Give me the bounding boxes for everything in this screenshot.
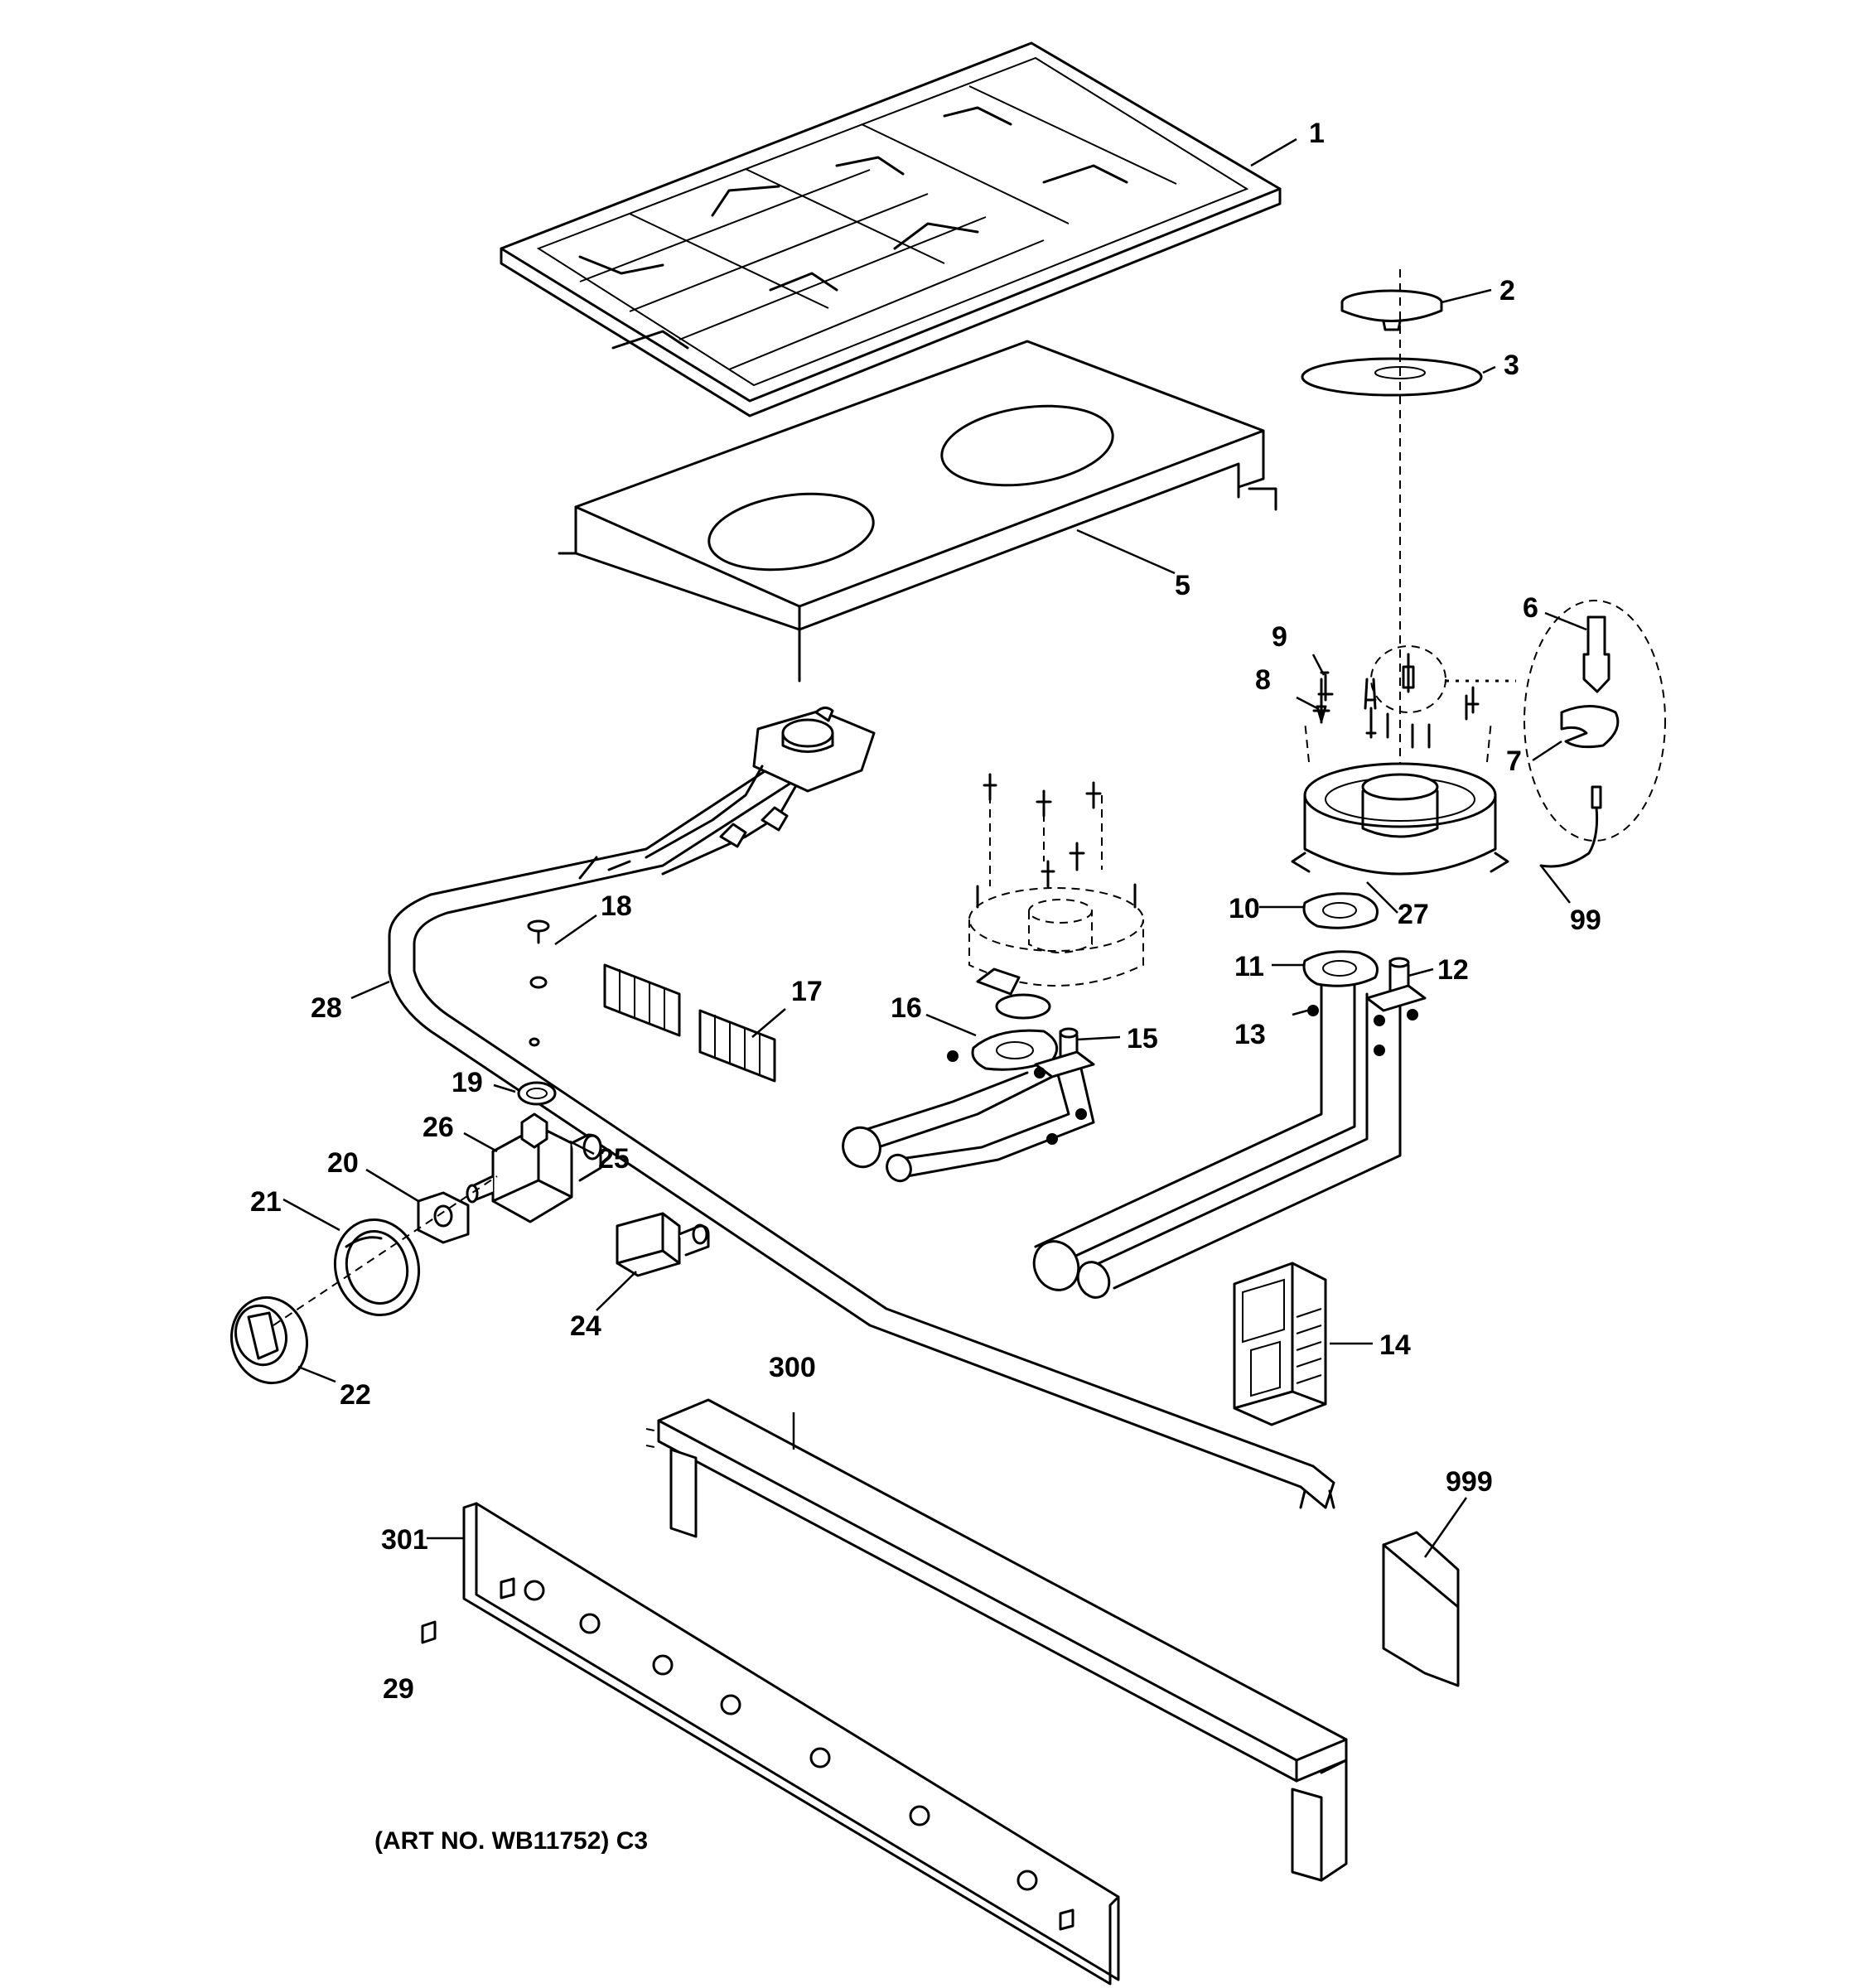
callout-13: 13: [1234, 1019, 1266, 1050]
part-3-burner-head: [1301, 357, 1483, 397]
callout-2: 2: [1499, 275, 1515, 306]
callout-16: 16: [891, 992, 922, 1024]
callout-20: 20: [327, 1147, 359, 1179]
callout-11: 11: [1234, 951, 1264, 982]
callout-10: 10: [1229, 893, 1260, 924]
part-25-stem: [466, 1175, 495, 1204]
callout-19: 19: [452, 1067, 483, 1098]
callout-17: 17: [791, 976, 823, 1007]
callout-9: 9: [1272, 621, 1287, 653]
part-20-bracket: [417, 1191, 470, 1244]
regulator: [645, 707, 876, 876]
callout-28: 28: [311, 992, 342, 1024]
art-number-caption: (ART NO. WB11752) C3: [374, 1827, 648, 1855]
part-22-knob: [229, 1296, 309, 1385]
callout-3: 3: [1504, 350, 1519, 381]
callout-6: 6: [1523, 592, 1538, 624]
callout-301: 301: [381, 1524, 428, 1556]
part-19-washer: [517, 1081, 557, 1106]
part-1-grate: [500, 41, 1282, 417]
screws-8-9: [1312, 653, 1480, 749]
part-6-7-detail: [1370, 600, 1666, 868]
middle-burner-assembly: [842, 773, 1144, 1183]
burner-pipes-right: [1032, 957, 1427, 1299]
callout-300: 300: [769, 1352, 816, 1383]
part-999-literature: [1382, 1531, 1460, 1687]
part-18-screw: [527, 919, 550, 989]
callout-12: 12: [1437, 954, 1469, 986]
callout-7: 7: [1506, 746, 1522, 777]
callout-24: 24: [570, 1310, 601, 1342]
callout-8: 8: [1255, 664, 1271, 696]
part-14-ignition-module: [1233, 1262, 1327, 1426]
part-17-terminal-blocks: [603, 963, 776, 1083]
part-300-trim: [645, 1398, 1348, 1882]
knob-axis-line: [273, 1175, 498, 1326]
part-21-bezel: [333, 1218, 421, 1316]
callout-15: 15: [1127, 1023, 1158, 1054]
callout-25: 25: [598, 1143, 630, 1175]
callout-999: 999: [1446, 1466, 1493, 1498]
callout-29: 29: [383, 1673, 414, 1705]
part-28-manifold: [388, 760, 1335, 1509]
part-26-valve: [491, 1112, 602, 1223]
part-5-cooktop: [558, 340, 1277, 683]
callout-99: 99: [1570, 905, 1601, 936]
callout-14: 14: [1379, 1329, 1411, 1361]
callouts: 1 2 3 5 6 7 8 9 10 11 12 13 14 15 16 17 …: [250, 118, 1601, 1705]
callout-5: 5: [1175, 570, 1190, 601]
callout-21: 21: [250, 1186, 282, 1218]
part-27-burner-base: [1291, 720, 1509, 876]
leader-lines: [282, 138, 1587, 1558]
callout-22: 22: [340, 1379, 371, 1411]
part-11-gasket: [1302, 950, 1379, 987]
part-10-gasket: [1302, 892, 1379, 929]
callout-1: 1: [1309, 118, 1325, 149]
callout-18: 18: [601, 890, 632, 922]
callout-26: 26: [423, 1112, 454, 1143]
callout-27: 27: [1398, 899, 1429, 930]
part-2-burner-cap: [1340, 289, 1443, 331]
part-29-label: [421, 1620, 437, 1644]
part-24-switch: [616, 1212, 710, 1277]
part-301-control-panel: [462, 1502, 1120, 1986]
